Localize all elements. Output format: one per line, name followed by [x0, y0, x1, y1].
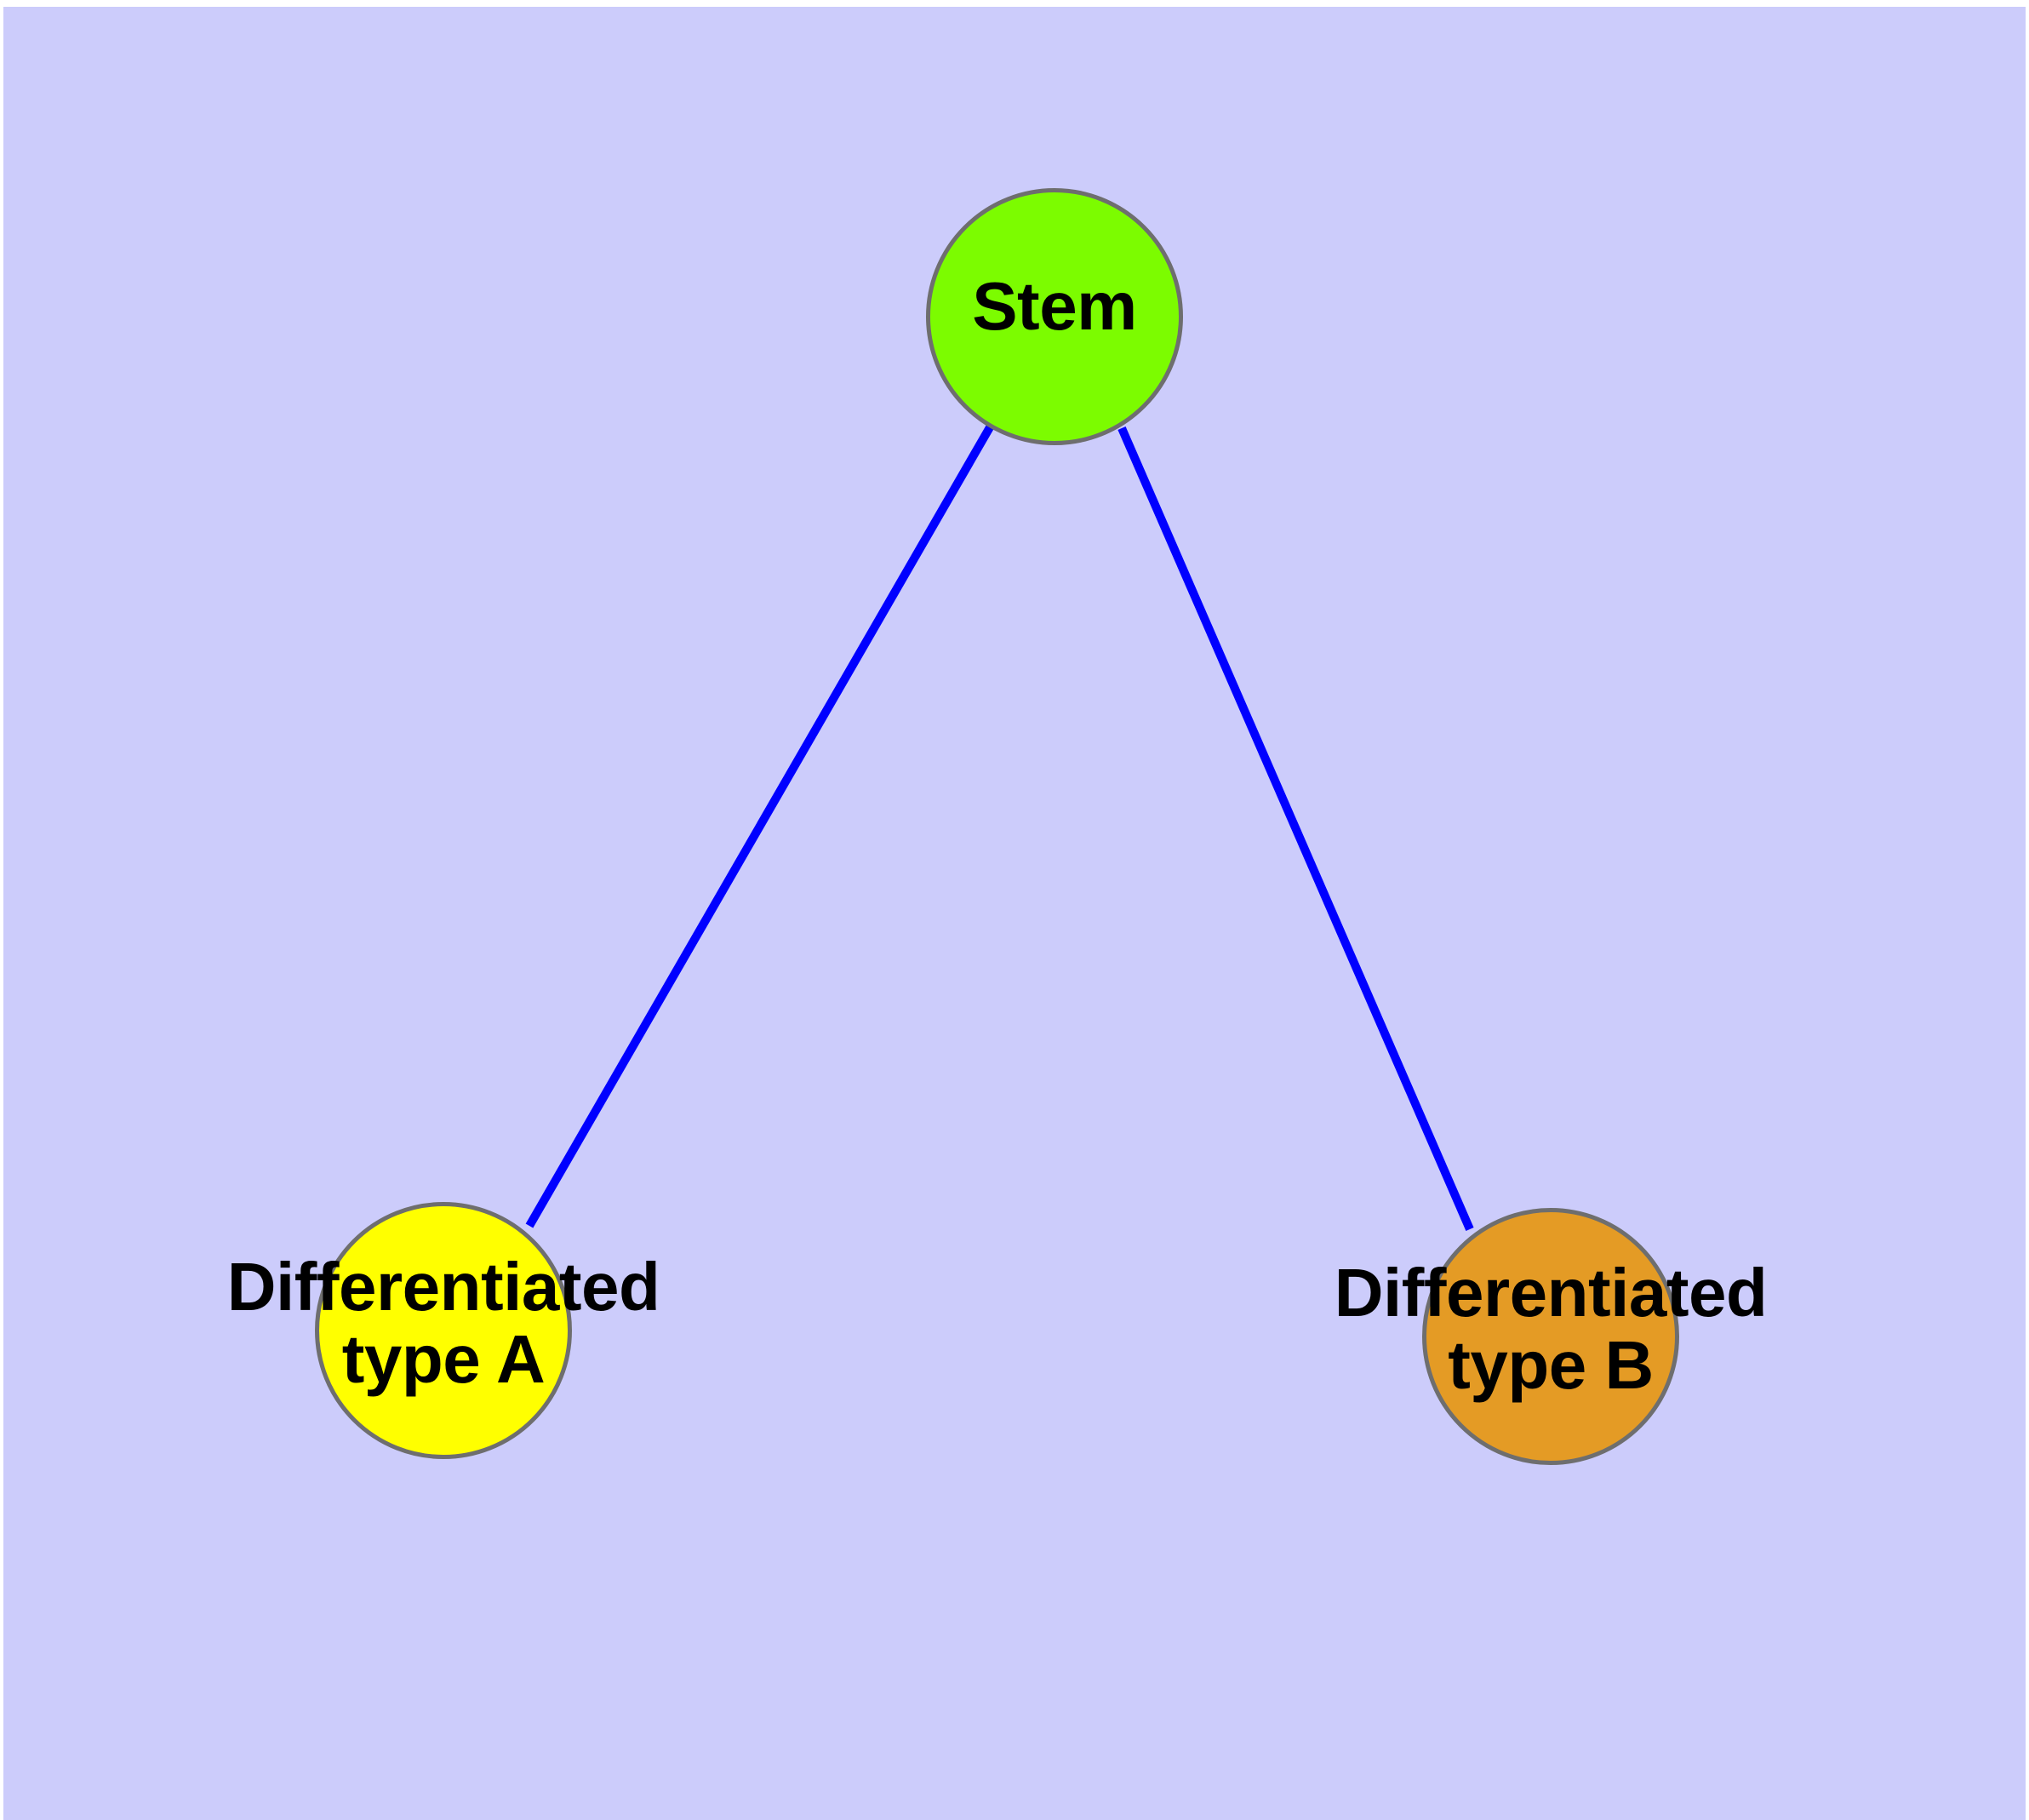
edge-stem-to-diff-a: [525, 425, 994, 1228]
node-differentiated-type-b[interactable]: [1422, 1208, 1679, 1465]
node-differentiated-type-a[interactable]: [315, 1202, 572, 1459]
edge-stem-to-diff-b: [1117, 426, 1474, 1231]
node-stem[interactable]: [926, 188, 1183, 445]
